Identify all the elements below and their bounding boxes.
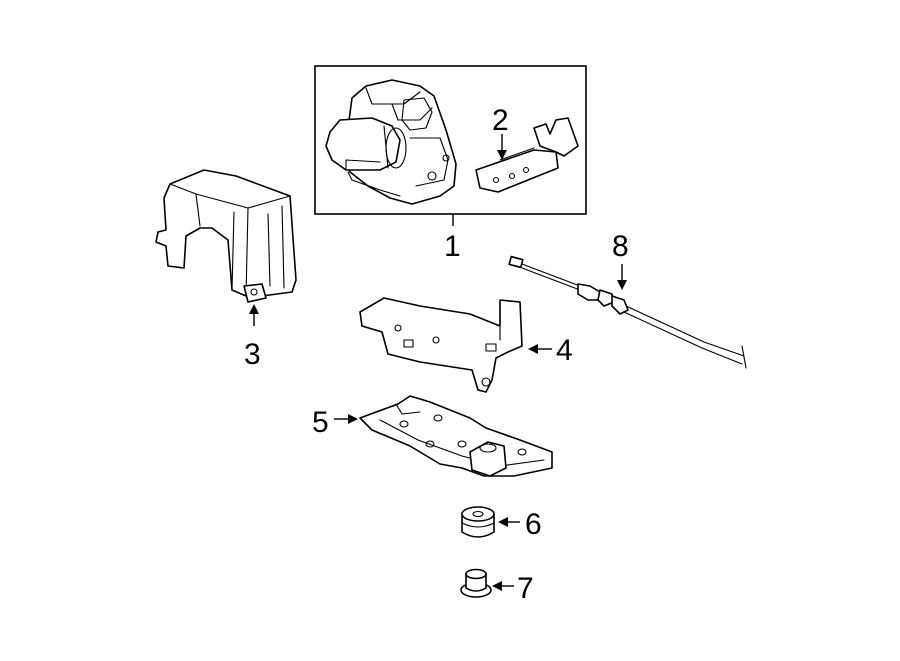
callout-8: 8 — [612, 230, 629, 263]
callout-2-group — [497, 134, 507, 160]
hydraulic-unit-motor — [325, 117, 401, 171]
callout-2: 2 — [492, 104, 509, 137]
callout-7: 7 — [517, 572, 534, 605]
grommet-part-6 — [461, 506, 495, 538]
plate-5-body — [359, 395, 553, 477]
callout-5: 5 — [312, 406, 329, 439]
hydraulic-unit — [325, 79, 457, 205]
callout-6: 6 — [525, 508, 542, 541]
plate-part-5 — [359, 395, 553, 477]
callout-5-group — [334, 414, 358, 424]
callout-8-group — [617, 264, 627, 290]
cover-3-body — [155, 169, 297, 297]
bracket-part-2 — [475, 117, 579, 193]
callout-6-group — [498, 517, 520, 527]
bracket-2-base — [475, 149, 559, 193]
bushing-part-7 — [460, 568, 492, 598]
cover-part-3 — [155, 169, 297, 303]
callout-4-group — [528, 344, 552, 354]
bracket-part-4 — [359, 297, 523, 393]
plate-5-boss — [469, 441, 507, 477]
callout-1: 1 — [444, 230, 461, 263]
callout-3: 3 — [244, 338, 261, 371]
bracket-2-upright — [533, 117, 579, 157]
callout-7-group — [492, 581, 514, 591]
bracket-4-plate — [359, 297, 523, 393]
assembly-box-group — [314, 65, 587, 226]
cable-part-8 — [508, 255, 747, 369]
assembly-box — [314, 65, 587, 215]
callout-3-group — [249, 304, 259, 326]
callout-4: 4 — [556, 334, 573, 367]
